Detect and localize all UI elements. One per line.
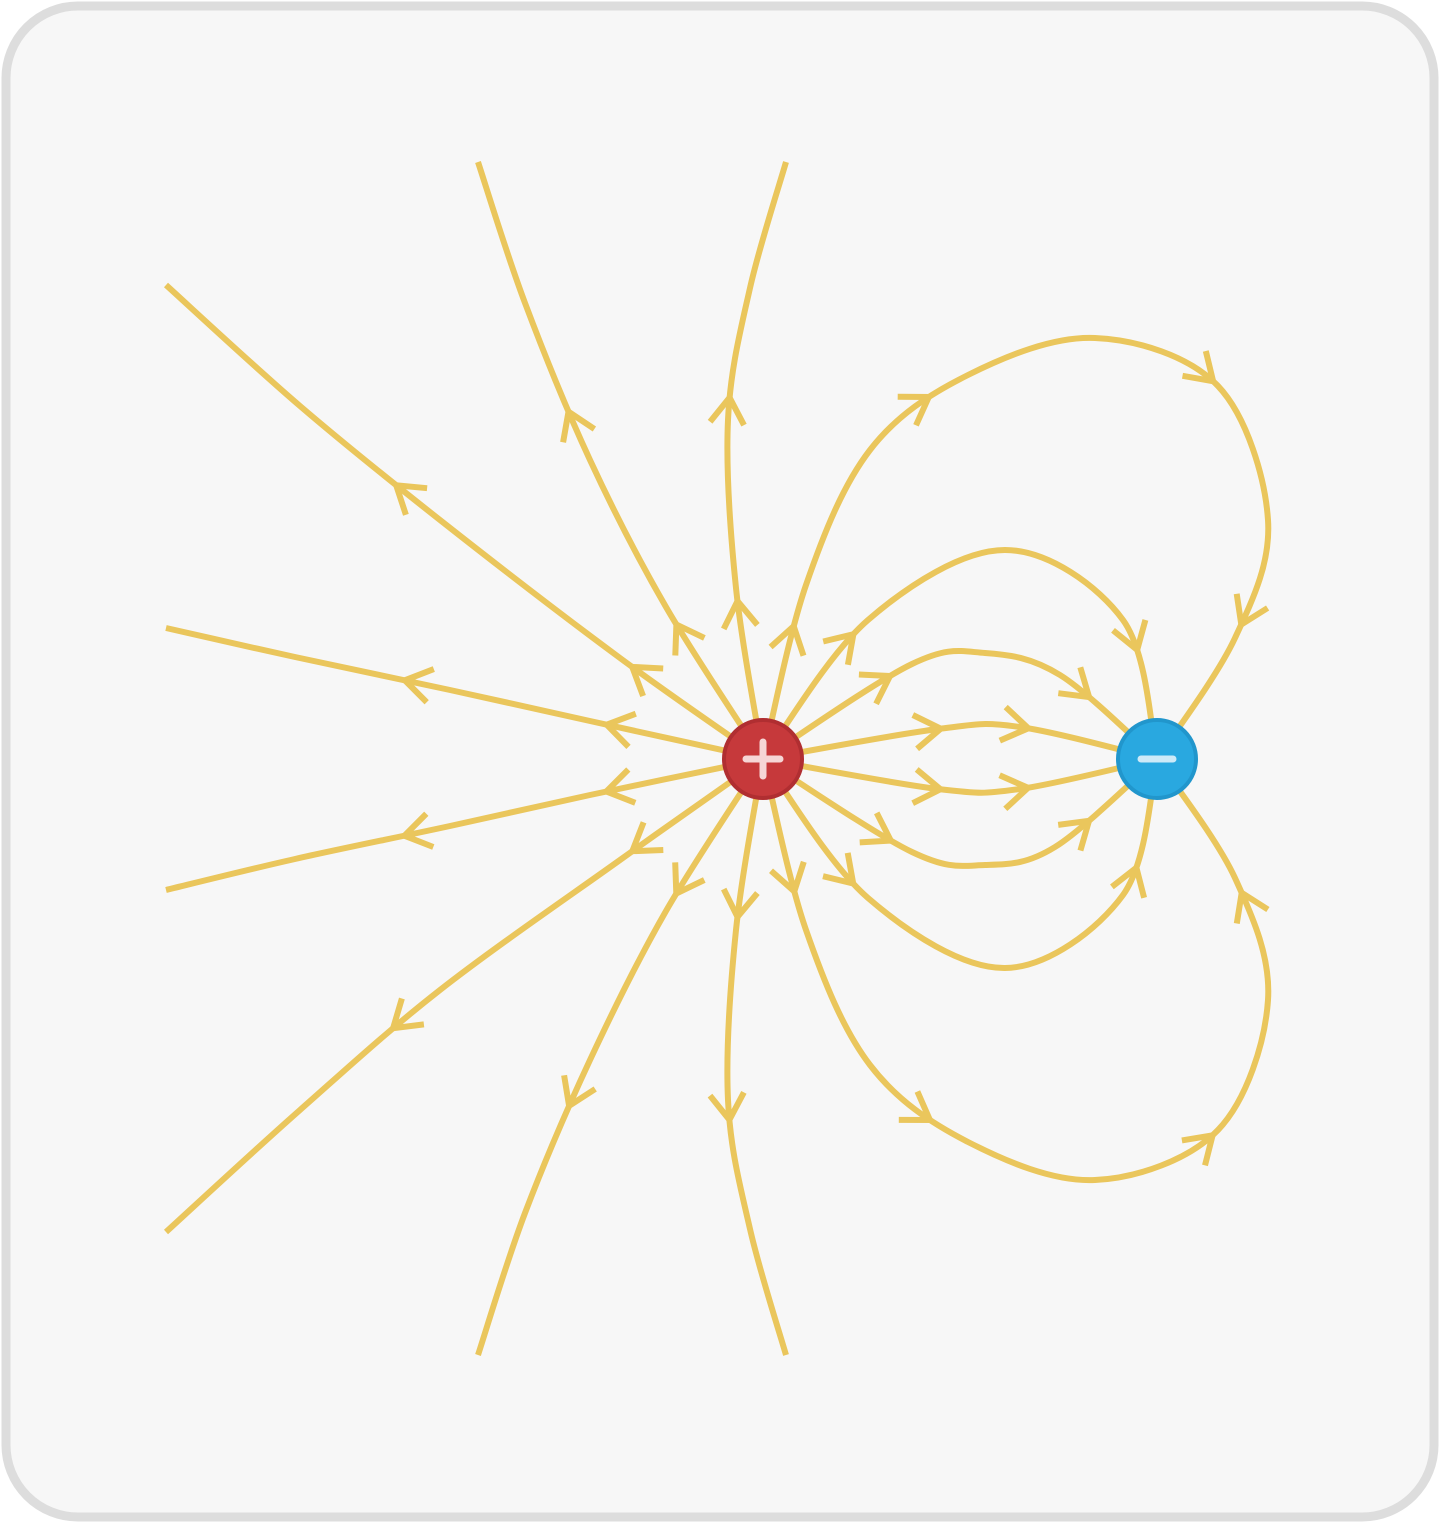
arrow-mid-bottom-loop-1 bbox=[822, 852, 857, 888]
field-arrows bbox=[388, 350, 1270, 1167]
arrow-upper-left-steep-2 bbox=[560, 406, 597, 443]
field-line-inner-top-loop bbox=[761, 648, 1159, 762]
arrow-outer-bottom-loop-3 bbox=[1181, 1131, 1217, 1167]
arrow-center-top-line-1 bbox=[911, 712, 947, 752]
field-line-lower-left-diagonal bbox=[163, 756, 765, 1235]
field-line-center-top-line bbox=[762, 721, 1158, 762]
arrow-mid-bottom-loop-2 bbox=[1110, 862, 1148, 899]
arrow-outer-top-loop-3 bbox=[1181, 350, 1218, 385]
arrow-center-top-line-2 bbox=[998, 704, 1034, 744]
positive-charge bbox=[722, 718, 804, 800]
arrow-outer-bottom-loop-4 bbox=[1233, 887, 1270, 924]
arrow-upper-left-diagonal-2 bbox=[391, 481, 428, 516]
arrow-mid-top-loop-2 bbox=[1111, 619, 1149, 656]
arrow-lower-left-shallow-1 bbox=[600, 767, 637, 806]
arrow-outer-top-loop-1 bbox=[768, 620, 807, 657]
arrow-lower-left-steep-1 bbox=[672, 862, 706, 899]
arrow-center-bottom-line-2 bbox=[998, 772, 1034, 812]
arrow-outer-bottom-loop-1 bbox=[769, 860, 807, 897]
arrow-upper-vertical-1 bbox=[721, 595, 760, 631]
arrow-upper-left-shallow-2 bbox=[399, 666, 435, 705]
arrow-inner-bottom-loop-2 bbox=[1057, 817, 1094, 852]
field-line-upper-left-shallow bbox=[165, 625, 764, 762]
field-line-outer-bottom-loop bbox=[760, 757, 1272, 1184]
arrow-upper-left-shallow-1 bbox=[601, 710, 637, 750]
field-line-upper-vertical bbox=[724, 161, 789, 760]
field-line-inner-bottom-loop bbox=[761, 756, 1159, 869]
arrow-lower-left-diagonal-1 bbox=[627, 821, 664, 855]
arrow-lower-left-steep-2 bbox=[561, 1074, 597, 1111]
arrow-center-bottom-line-1 bbox=[911, 767, 946, 806]
arrow-lower-vertical-2 bbox=[707, 1090, 747, 1126]
field-line-center-bottom-line bbox=[762, 756, 1158, 796]
arrow-outer-top-loop-4 bbox=[1233, 593, 1270, 630]
field-line-mid-bottom-loop bbox=[760, 757, 1160, 972]
field-lines bbox=[163, 161, 1272, 1356]
arrow-upper-left-diagonal-1 bbox=[627, 663, 664, 698]
arrow-upper-vertical-2 bbox=[707, 392, 747, 427]
arrow-outer-bottom-loop-2 bbox=[898, 1090, 935, 1124]
arrow-lower-left-shallow-2 bbox=[399, 811, 435, 850]
arrow-lower-vertical-1 bbox=[721, 887, 760, 923]
arrow-inner-bottom-loop-1 bbox=[859, 811, 896, 846]
plus-icon bbox=[742, 738, 784, 780]
arrow-mid-top-loop-1 bbox=[822, 630, 858, 666]
arrow-inner-top-loop-2 bbox=[1057, 666, 1094, 701]
field-line-lower-left-steep bbox=[475, 757, 766, 1356]
field-line-outer-top-loop bbox=[760, 334, 1272, 761]
arrow-outer-top-loop-2 bbox=[897, 393, 934, 427]
field-line-lower-vertical bbox=[724, 758, 789, 1356]
field-line-mid-top-loop bbox=[760, 547, 1160, 761]
field-line-lower-left-shallow bbox=[165, 756, 764, 893]
field-line-upper-left-diagonal bbox=[163, 282, 765, 762]
field-line-upper-left-steep bbox=[475, 161, 766, 761]
arrow-inner-top-loop-1 bbox=[858, 671, 895, 706]
negative-charge bbox=[1116, 718, 1198, 800]
arrow-upper-left-steep-1 bbox=[672, 619, 706, 656]
arrow-lower-left-diagonal-2 bbox=[388, 997, 425, 1032]
